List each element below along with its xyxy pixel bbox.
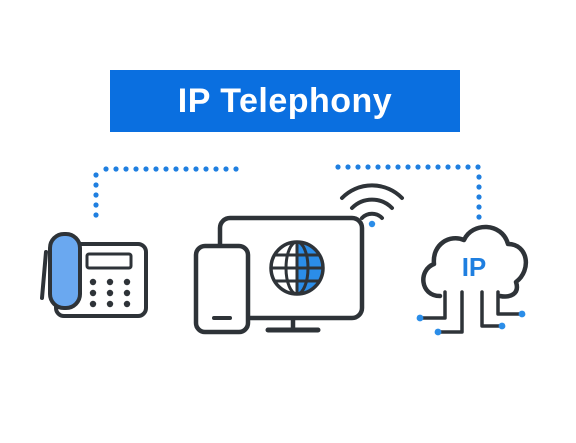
connector-cloud-dotted bbox=[335, 164, 482, 220]
cloud-icon: IP bbox=[416, 224, 529, 336]
page-title: IP Telephony bbox=[177, 82, 393, 120]
wifi-icon bbox=[340, 183, 404, 228]
connector-phone-dotted bbox=[93, 166, 239, 218]
title-banner: IP Telephony bbox=[110, 70, 460, 132]
cloud-label: IP bbox=[462, 252, 487, 282]
desk-phone-icon bbox=[40, 232, 148, 318]
smartphone-icon bbox=[193, 243, 251, 335]
globe-icon bbox=[269, 240, 325, 296]
